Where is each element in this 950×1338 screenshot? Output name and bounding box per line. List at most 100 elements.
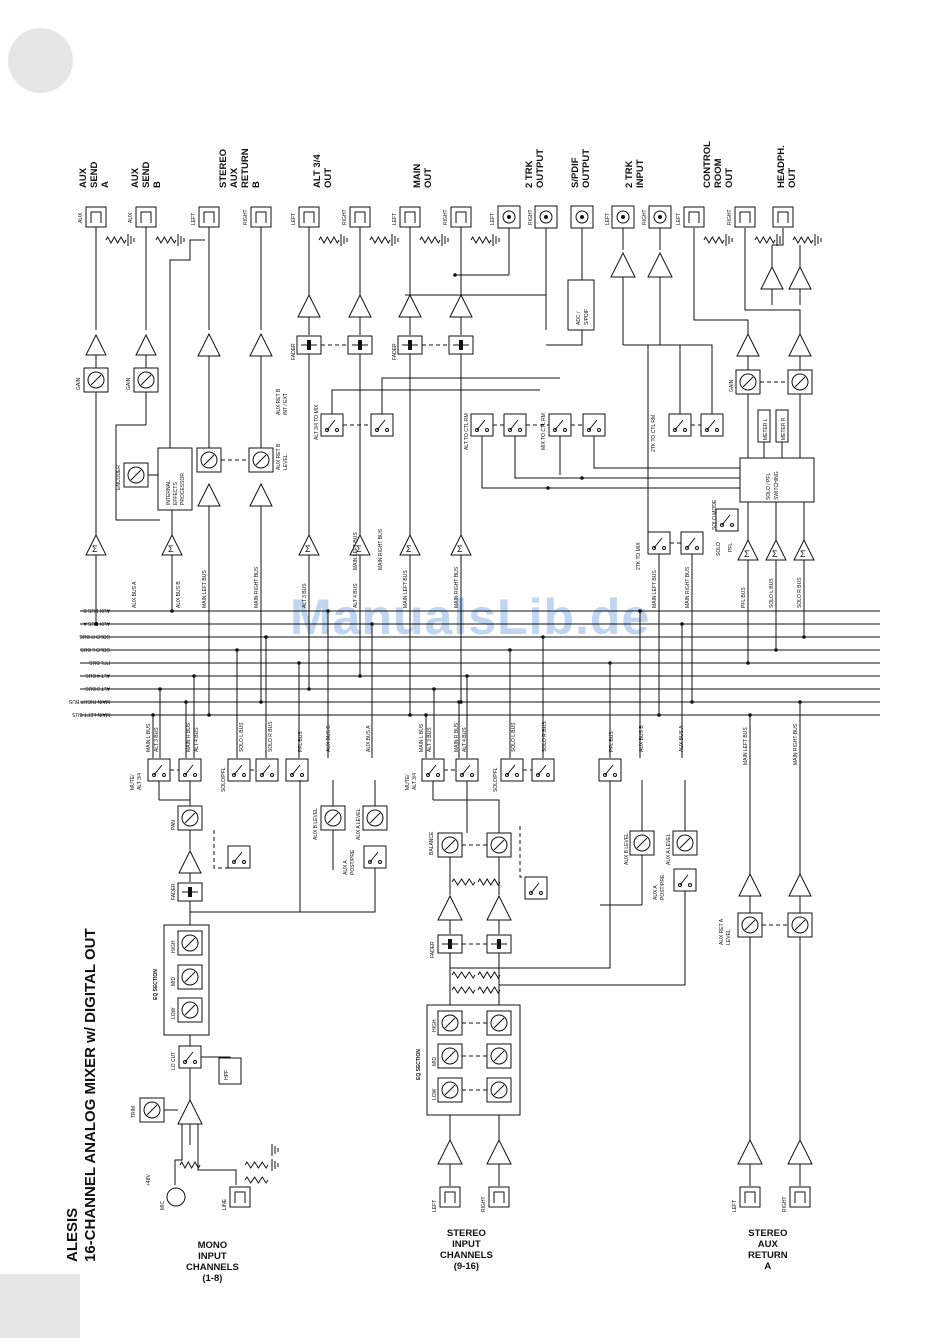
stereo-input-left-amp — [437, 1138, 463, 1165]
mix-to-ctl-rm-switch-right-contact — [597, 428, 601, 432]
main-l-sum-amp-sigma: Σ — [406, 544, 412, 554]
stereo-eq-right-high-knob-pointer — [493, 1017, 505, 1029]
mono-solo-pfl-switch-a-lever — [233, 764, 243, 776]
mono-hpf-block — [218, 1057, 242, 1085]
wire — [693, 228, 749, 334]
aux-send-b-jack-label: AUX — [128, 212, 134, 223]
junction-dot — [184, 700, 188, 704]
ret-b-main-right-tap: MAIN RIGHT BUS — [254, 566, 260, 608]
stereo-pfl-switch-contact — [613, 773, 617, 777]
junction-dot — [326, 609, 330, 613]
headphone-right-amp — [788, 265, 812, 290]
2tk-main-left-tap: MAIN LEFT BUS — [652, 570, 658, 608]
mono-alt3-label: ALT 3 BUS — [154, 727, 160, 752]
headphone-jack-socket — [777, 211, 789, 223]
junction-dot — [680, 622, 684, 626]
stereo-mute-label-1: MUTE/ — [405, 774, 411, 790]
mono-lo-cut-switch-contact — [193, 1060, 197, 1064]
jack-ground-resistor-f — [470, 235, 492, 245]
aux-b-gain-knob-pointer — [140, 374, 152, 386]
junction-dot — [432, 687, 436, 691]
2trk-out-right-label: RIGHT — [528, 209, 534, 225]
mono-pfl-switch-contact — [300, 773, 304, 777]
alt4-out-amp — [348, 293, 372, 318]
alt-main-left-tap: MAIN LEFT BUS — [353, 532, 359, 570]
stereo-solo-pfl-switch-a — [500, 758, 524, 782]
aux-send-a-amp — [85, 333, 107, 356]
junction-dot — [690, 700, 694, 704]
wire — [744, 228, 801, 334]
stereo-mute-alt34-switch-a-lever — [427, 764, 437, 776]
alt-to-ctl-rm-label: ALT TO CTL RM — [464, 413, 470, 450]
aux-ret-a-main-right-label: MAIN RIGHT BUS — [793, 723, 799, 765]
mono-main-l-bus-label: MAIN L BUS — [146, 723, 152, 752]
aux-send-a-jack-socket — [90, 211, 102, 223]
meter-r-label: METER R — [781, 417, 787, 440]
stereo-mix-resistor-1 — [451, 878, 476, 886]
wire — [481, 436, 740, 489]
mono-aux-a-label: AUX BUS A — [366, 725, 372, 752]
jack-ground-resistor-e — [419, 235, 441, 245]
stereo-eq-high-label: HIGH — [432, 1019, 438, 1032]
mono-channel-fader-cap — [188, 887, 192, 897]
solo-pfl-switching-label-1: SOLO / PFL — [766, 473, 772, 500]
spdif-output-label: S/PDIF OUTPUT — [570, 148, 592, 188]
bus-label-4: PFL BUS — [89, 659, 110, 665]
bus-label-7: MAIN RIGHT BUS — [68, 698, 110, 704]
mono-mic-label: MIC — [160, 1200, 166, 1210]
mono-line-label: LINE — [222, 1198, 228, 1210]
aux-ret-a-level-label-1: AUX RET A — [719, 918, 725, 945]
2tk-to-mix-switch-right-lever — [686, 537, 696, 549]
wire — [331, 389, 540, 414]
mono-mute-alt34-switch-a-lever — [153, 764, 163, 776]
junction-dot — [192, 674, 196, 678]
aux-send-a-jack-label: AUX — [78, 212, 84, 223]
fx-return-wire — [169, 239, 205, 448]
mono-mute-alt34-switch-b — [178, 758, 202, 782]
aux-ret-a-right-in-amp — [787, 1138, 813, 1165]
junction-dot — [264, 635, 268, 639]
stereo-input-left-jack — [439, 1186, 461, 1208]
stereo-solo-l-label: SOLO L BUS — [511, 722, 517, 752]
mono-pfl-switch-lever — [291, 764, 301, 776]
mono-channel-amp — [178, 849, 202, 874]
stereo-aux-a-level-knob-pointer — [679, 837, 691, 849]
stereo-balance-label: BALANCE — [429, 831, 435, 855]
pfl-sum-amp-sigma: Σ — [744, 549, 750, 559]
mono-lo-cut-label: LO CUT — [171, 1052, 177, 1070]
mono-pan-knob-pointer — [184, 812, 196, 824]
mono-mute-label-2: ALT 3/4 — [137, 773, 143, 790]
ret-b-left-out-amp — [197, 482, 221, 507]
wire — [772, 228, 784, 246]
junction-dot — [802, 635, 806, 639]
solo-mode-switch — [715, 508, 739, 532]
junction-dot — [580, 476, 584, 480]
aux-bus-a-tap-label: AUX BUS A — [132, 581, 138, 608]
main-r-master-fader-cap — [459, 340, 463, 350]
wire — [623, 344, 681, 414]
2trk-output-left-rca-pin — [507, 215, 511, 219]
aux-ret-b-right-label: RIGHT — [243, 209, 249, 225]
stereo-input-right-jack — [488, 1186, 510, 1208]
stereo-aux-return-a-label: STEREO AUX RETURN A — [748, 1228, 788, 1272]
ctl-room-gain-knob-right-pointer — [794, 376, 806, 388]
alt-34-left-jack-socket — [303, 211, 315, 223]
junction-dot — [158, 687, 162, 691]
main-l-master-fader-cap — [408, 340, 412, 350]
jack-ground-resistor-i — [792, 235, 814, 245]
stereo-mute-alt34-switch-b-contact — [470, 773, 474, 777]
stereo-eq-right-mid-knob-pointer — [493, 1050, 505, 1062]
adc-spdif-block — [567, 279, 595, 331]
2trk-out-left-label: LEFT — [490, 213, 496, 225]
wire — [499, 891, 686, 986]
mono-line-jack-socket — [234, 1191, 246, 1203]
mix-to-ctl-rm-label: MIX TO CTL RM — [541, 413, 547, 450]
wire — [450, 781, 611, 969]
aux-send-b-jack-socket — [140, 211, 152, 223]
mono-line-resistor-2 — [244, 1176, 269, 1184]
aux-ret-a-level-right-knob-pointer — [794, 919, 806, 931]
mono-mute-alt34-switch-a — [147, 758, 171, 782]
junction-dot — [424, 713, 428, 717]
wire — [433, 799, 500, 833]
mono-solo-r-label: SOLO R BUS — [268, 721, 274, 752]
